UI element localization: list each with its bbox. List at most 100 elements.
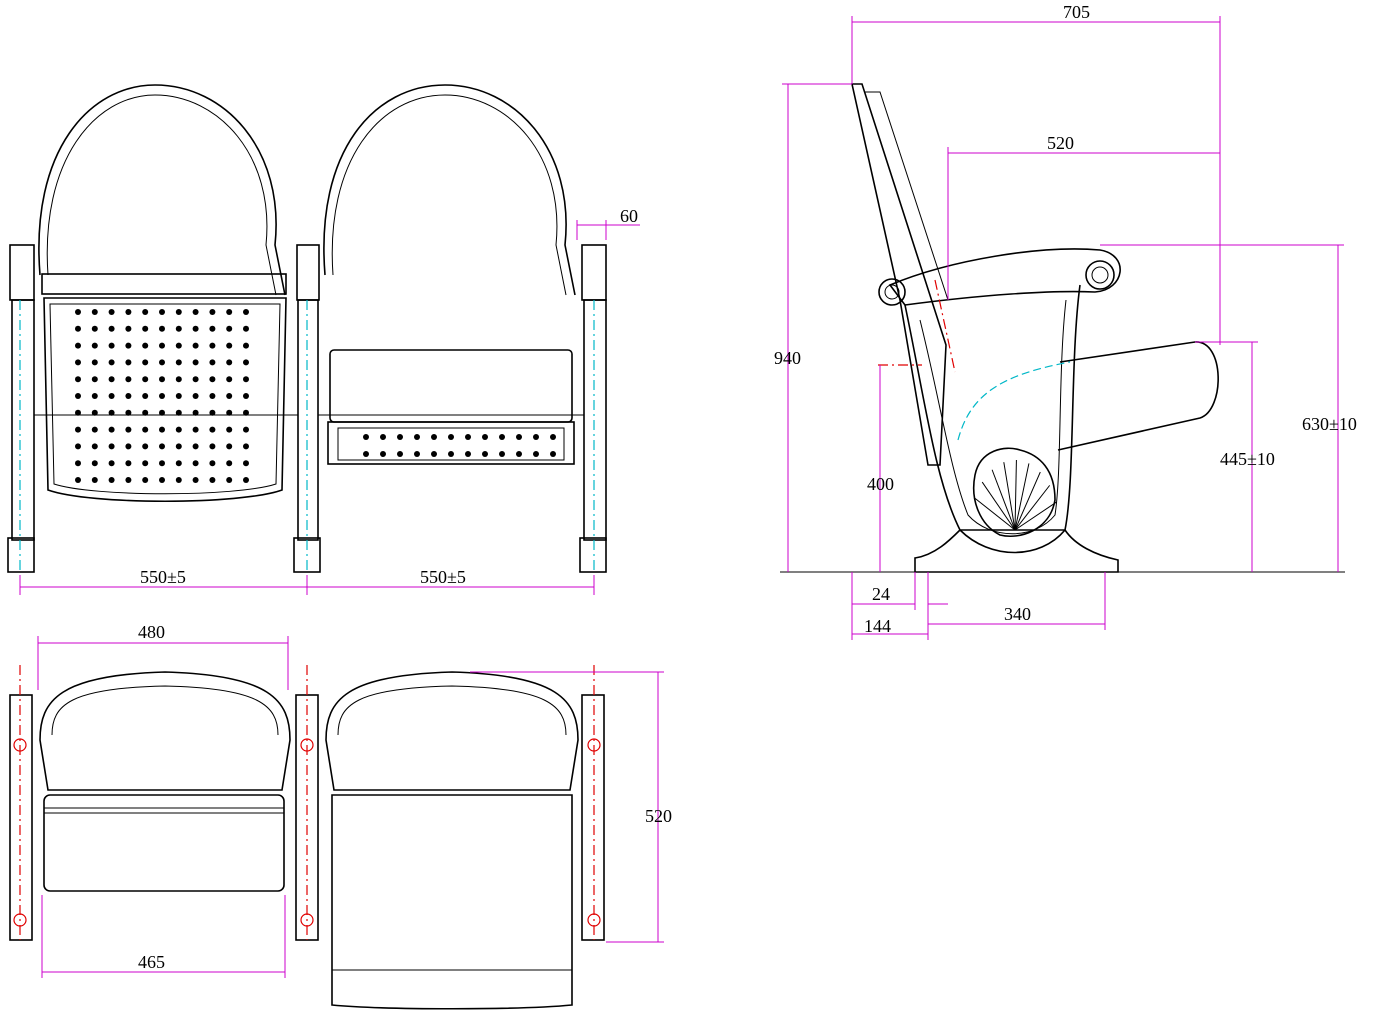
shell-rib: [1014, 485, 1051, 531]
perforation-dot: [91, 342, 98, 349]
shell-rib: [1014, 460, 1017, 531]
perforation-dot: [380, 451, 386, 457]
perforation-dot: [175, 325, 182, 332]
perforation-dot: [226, 309, 233, 315]
perforation-dot: [397, 434, 403, 440]
perforation-dot: [209, 325, 216, 332]
perforation-dot: [91, 477, 98, 483]
perforation-dot: [209, 477, 216, 483]
perforation-dot: [226, 325, 233, 332]
perforation-dot: [142, 359, 149, 366]
perforation-dot: [226, 477, 233, 483]
shell-ribs: [974, 460, 1057, 531]
perforation-dot: [550, 451, 556, 457]
perforation-dot: [108, 409, 115, 416]
perforation-dot: [226, 409, 233, 416]
perforation-dot: [91, 426, 98, 433]
dim-armrest-width: 60: [576, 206, 640, 240]
right-perforation-grid: [363, 434, 556, 457]
dim-overall-height: 940: [774, 83, 852, 572]
perforation-dot: [414, 434, 420, 440]
dim-label-seat-height: 400: [867, 474, 894, 494]
side-standard-body: [904, 284, 1081, 554]
perforation-dot: [209, 342, 216, 349]
perforation-dot: [243, 460, 249, 467]
perforation-dot: [431, 434, 437, 440]
right-backrest-outline: [323, 84, 576, 296]
perforation-dot: [175, 426, 182, 433]
left-seat-top-rail: [41, 273, 287, 295]
perforation-dot: [125, 325, 132, 332]
perforation-dot: [108, 477, 115, 483]
shell-rib: [981, 481, 1016, 531]
perforation-dot: [175, 409, 182, 416]
perforation-dot: [125, 342, 132, 349]
perforation-dot: [159, 426, 165, 433]
perforation-dot: [516, 451, 522, 457]
perforation-dot: [159, 460, 165, 467]
perforation-dot: [75, 426, 81, 433]
dim-seat-front-height: 445±10: [1195, 341, 1275, 572]
perforation-dot: [108, 342, 115, 349]
perforation-dot: [516, 434, 522, 440]
left-backrest-inner: [46, 94, 277, 296]
perforation-dot: [192, 393, 199, 399]
perforation-dot: [91, 325, 98, 332]
side-view: 705 520 940 400 630±10 445±10: [774, 2, 1357, 640]
perforation-dot: [159, 443, 165, 450]
perforation-dot: [75, 460, 81, 467]
perforation-dot: [209, 409, 216, 416]
perforation-dot: [192, 376, 199, 383]
perforation-dot: [142, 325, 149, 332]
right-backrest-inner: [331, 94, 567, 296]
dim-label-seat-front-height: 445±10: [1220, 449, 1275, 469]
perforation-dot: [125, 477, 132, 483]
perforation-dot: [75, 309, 81, 315]
perforation-dot: [91, 359, 98, 366]
perforation-dot: [499, 451, 505, 457]
top-right-seat: [325, 671, 579, 1010]
perforation-dot: [175, 309, 182, 315]
perforation-dot: [192, 309, 199, 315]
perforation-dot: [175, 393, 182, 399]
perforation-dot: [91, 460, 98, 467]
side-shell-ornament: [973, 447, 1056, 537]
perforation-dot: [91, 409, 98, 416]
perforation-dot: [75, 477, 81, 483]
perforation-dot: [125, 359, 132, 366]
dim-label-seat-depth: 520: [1047, 133, 1074, 153]
perforation-dot: [159, 393, 165, 399]
dim-top-depth: 520: [470, 671, 672, 943]
perforation-dot: [209, 460, 216, 467]
side-backrest: [851, 83, 947, 466]
dim-label-armrest-width: 60: [620, 206, 638, 226]
perforation-dot: [380, 434, 386, 440]
perforation-dot: [550, 434, 556, 440]
perforation-dot: [142, 460, 149, 467]
perforation-dot: [75, 325, 81, 332]
perforation-dot: [192, 359, 199, 366]
perforation-dot: [108, 309, 115, 315]
perforation-dot: [482, 434, 488, 440]
perforation-dot: [499, 434, 505, 440]
dim-seat-height: 400: [867, 365, 894, 572]
perforation-dot: [209, 376, 216, 383]
perforation-dot: [448, 451, 454, 457]
perforation-dot: [159, 477, 165, 483]
perforation-dot: [363, 451, 369, 457]
dim-label-armrest-height: 630±10: [1302, 414, 1357, 434]
perforation-dot: [159, 325, 165, 332]
left-seat-back-panel-inner: [49, 303, 281, 495]
perforation-dot: [159, 342, 165, 349]
perforation-dot: [175, 443, 182, 450]
shell-rib: [1003, 462, 1016, 531]
dim-label-foot-offset: 24: [872, 584, 890, 604]
dim-label-overall-height: 940: [774, 348, 801, 368]
side-armrest: [888, 248, 1121, 306]
perforation-dot: [209, 426, 216, 433]
middle-standard: [293, 244, 321, 573]
dim-armrest-height: 630±10: [1100, 244, 1357, 572]
perforation-dot: [414, 451, 420, 457]
perforation-dot: [192, 426, 199, 433]
